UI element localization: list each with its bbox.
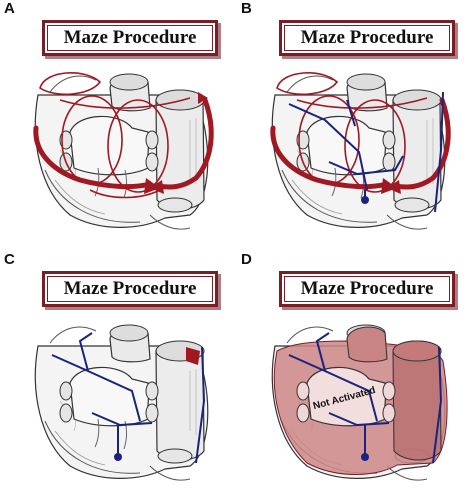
lesion-right-pulmonary-vein xyxy=(107,99,169,193)
conduction-line-roof xyxy=(78,332,93,372)
conduction-node xyxy=(114,453,122,461)
activation-arrow-right xyxy=(392,97,451,190)
conduction-line-floor xyxy=(328,155,404,176)
conduction-line-left xyxy=(51,354,141,422)
panel-d: Not Activated D Maze Procedure xyxy=(237,251,474,501)
conduction-node xyxy=(361,453,369,461)
panel-title-d: Maze Procedure xyxy=(300,278,434,299)
arrow-tail-marker xyxy=(198,92,208,104)
heart-diagram-b xyxy=(270,72,451,230)
not-activated-region xyxy=(296,366,396,427)
conduction-line-left xyxy=(288,103,368,191)
lesion-appendage xyxy=(39,72,102,96)
lesion-roof xyxy=(59,97,191,109)
panel-title-b: Maze Procedure xyxy=(300,27,434,48)
conduction-line-right xyxy=(434,91,444,213)
panel-title-a: Maze Procedure xyxy=(63,27,197,48)
conduction-line-roof xyxy=(346,99,356,127)
panel-letter-a: A xyxy=(4,0,15,17)
title-box-b: Maze Procedure xyxy=(279,20,455,56)
conduction-line-right xyxy=(195,346,206,464)
activation-arrow-left xyxy=(33,125,153,190)
activation-arrow-right xyxy=(155,97,214,190)
panel-letter-b: B xyxy=(241,0,252,17)
arrow-head-left xyxy=(144,178,160,194)
right-vessel-mark xyxy=(186,347,200,365)
activation-arrow-left xyxy=(270,125,390,190)
heart-diagram-a xyxy=(33,72,214,230)
panel-c: C Maze Procedure xyxy=(0,251,237,501)
panel-letter-c: C xyxy=(4,251,15,268)
title-box-c: Maze Procedure xyxy=(42,271,218,307)
panel-b: B Maze Procedure xyxy=(237,0,474,250)
arrow-head-right xyxy=(150,180,164,194)
panel-letter-d: D xyxy=(241,251,252,268)
title-box-d: Maze Procedure xyxy=(279,271,455,307)
conduction-line-floor xyxy=(91,412,153,427)
conduction-node xyxy=(361,196,369,204)
lesion-mitral xyxy=(89,189,161,199)
heart-diagram-c xyxy=(34,324,209,481)
title-box-a: Maze Procedure xyxy=(42,20,218,56)
panel-title-c: Maze Procedure xyxy=(63,278,197,299)
heart-diagram-d: Not Activated xyxy=(271,324,448,481)
panel-a: A Maze Procedure xyxy=(0,0,237,250)
